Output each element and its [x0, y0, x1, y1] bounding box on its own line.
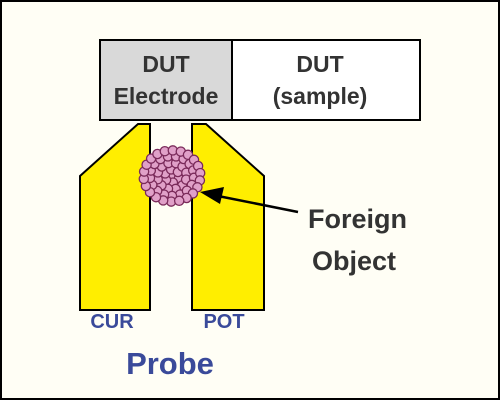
dut-sample-box — [231, 39, 421, 121]
foreign-object-arrow — [200, 187, 299, 214]
foreign-object-label-line2: Object — [312, 246, 396, 276]
pot-label: POT — [203, 311, 244, 333]
cur-probe-tip — [79, 123, 151, 311]
dut-sample-label-line1: DUT — [296, 51, 343, 77]
dut-electrode-box — [99, 39, 233, 121]
probe-title: Probe — [126, 346, 214, 381]
dut-sample-label-line2: (sample) — [273, 83, 368, 109]
cur-label: CUR — [90, 311, 134, 333]
foreign-particle — [173, 195, 185, 207]
pot-probe-tip — [191, 123, 265, 311]
foreign-object-particles — [138, 145, 206, 207]
foreign-object-label-line1: Foreign — [308, 204, 407, 234]
dut-electrode-label-line1: DUT — [142, 51, 189, 77]
dut-electrode-label-line2: Electrode — [114, 83, 219, 109]
